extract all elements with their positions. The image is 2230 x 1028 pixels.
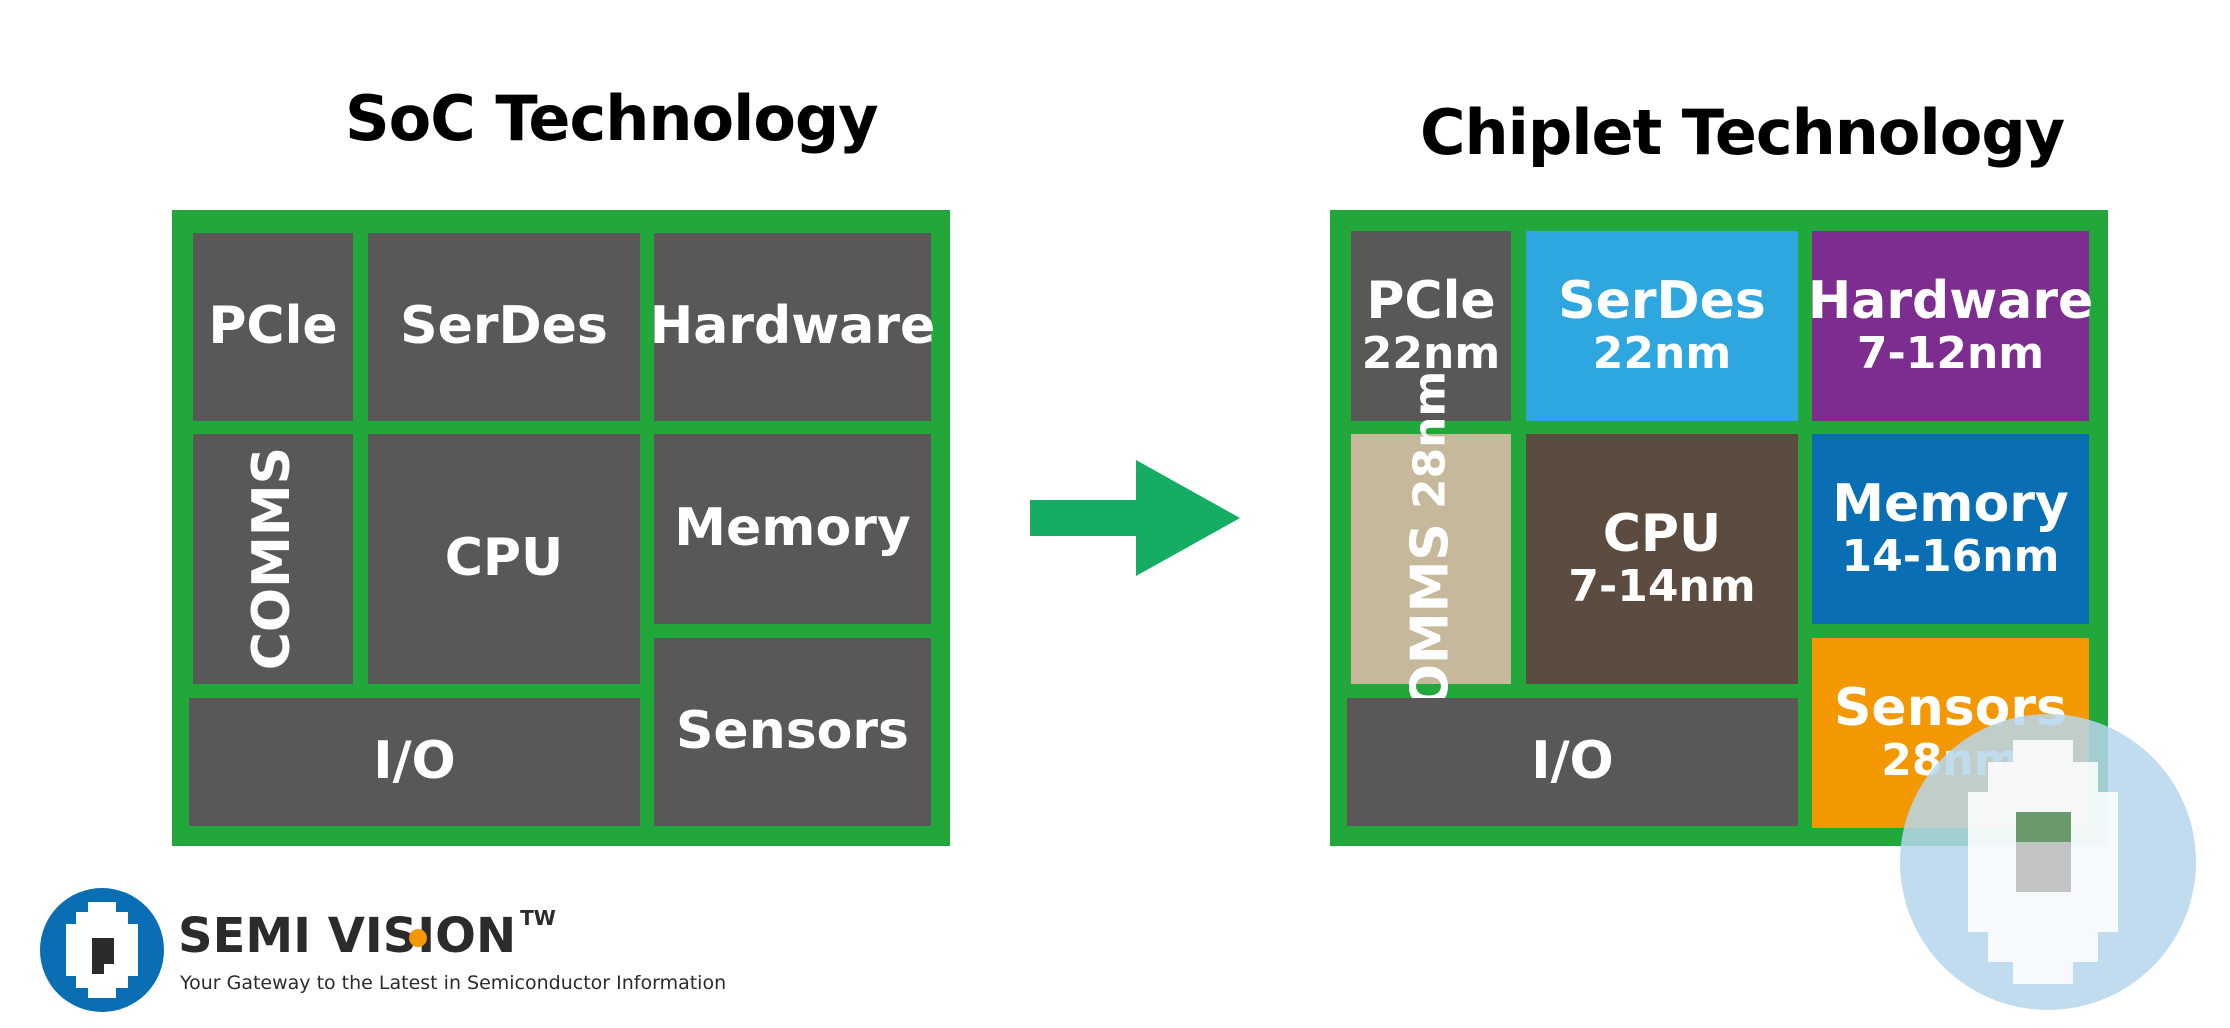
soc-block-hardware: Hardware bbox=[650, 233, 935, 421]
chiplet-serdes-label: SerDes bbox=[1558, 271, 1766, 332]
soc-pcie-label: PCle bbox=[208, 296, 338, 357]
chiplet-io-label: I/O bbox=[1531, 731, 1614, 792]
chiplet-title: Chiplet Technology bbox=[1420, 96, 2065, 169]
soc-io-label: I/O bbox=[373, 731, 456, 792]
soc-block-pcie: PCle bbox=[193, 233, 353, 421]
chiplet-board: PCle 22nm SerDes 22nm Hardware 7-12nm CO… bbox=[1330, 210, 2108, 846]
soc-block-io: I/O bbox=[189, 698, 640, 826]
chiplet-memory-label: Memory bbox=[1832, 474, 2069, 535]
chiplet-hardware-label: Hardware bbox=[1807, 271, 2094, 332]
brand-tagline: Your Gateway to the Latest in Semiconduc… bbox=[180, 972, 727, 994]
semi-vision-logo-icon bbox=[40, 888, 164, 1012]
brand-name-text: SEMI VISION bbox=[178, 908, 517, 964]
soc-memory-label: Memory bbox=[674, 498, 911, 559]
soc-block-comms: COMMS bbox=[193, 434, 353, 684]
soc-comms-rotated: COMMS bbox=[242, 447, 303, 671]
watermark-logo-icon bbox=[1900, 714, 2196, 1010]
chiplet-block-hardware: Hardware 7-12nm bbox=[1808, 231, 2093, 421]
chiplet-serdes-node: 22nm bbox=[1592, 328, 1732, 380]
right-arrow-icon bbox=[1030, 460, 1240, 576]
soc-serdes-label: SerDes bbox=[400, 296, 608, 357]
chiplet-memory-node: 14-16nm bbox=[1841, 531, 2060, 583]
soc-block-serdes: SerDes bbox=[368, 233, 640, 421]
chiplet-cpu-node: 7-14nm bbox=[1568, 561, 1756, 613]
chiplet-block-io: I/O bbox=[1347, 698, 1798, 826]
chiplet-hardware-node: 7-12nm bbox=[1856, 328, 2045, 380]
chiplet-comms-node: 28nm bbox=[1404, 371, 1456, 510]
chiplet-block-comms: COMMS 28nm bbox=[1351, 371, 1511, 747]
chiplet-block-serdes: SerDes 22nm bbox=[1526, 231, 1798, 421]
chiplet-pcie-node: 22nm bbox=[1361, 328, 1501, 380]
soc-cpu-label: CPU bbox=[444, 528, 564, 589]
soc-block-sensors: Sensors bbox=[654, 638, 931, 826]
brand-orange-dot-icon bbox=[409, 929, 427, 947]
soc-hardware-label: Hardware bbox=[649, 296, 936, 357]
soc-comms-label: COMMS bbox=[242, 447, 303, 671]
chiplet-pcie-label: PCle bbox=[1366, 271, 1496, 332]
soc-block-cpu: CPU bbox=[368, 434, 640, 684]
soc-title: SoC Technology bbox=[345, 82, 879, 155]
chiplet-comms-rotated: COMMS 28nm bbox=[1400, 371, 1460, 747]
chiplet-block-pcie: PCle 22nm bbox=[1351, 231, 1511, 421]
chiplet-block-cpu: CPU 7-14nm bbox=[1526, 434, 1798, 684]
chiplet-block-memory: Memory 14-16nm bbox=[1812, 434, 2089, 624]
soc-sensors-label: Sensors bbox=[675, 701, 909, 762]
brand-trademark: TW bbox=[520, 906, 556, 930]
soc-board: PCle SerDes Hardware COMMS CPU Memory I/… bbox=[172, 210, 950, 846]
chiplet-cpu-label: CPU bbox=[1602, 504, 1722, 565]
soc-block-memory: Memory bbox=[654, 434, 931, 624]
